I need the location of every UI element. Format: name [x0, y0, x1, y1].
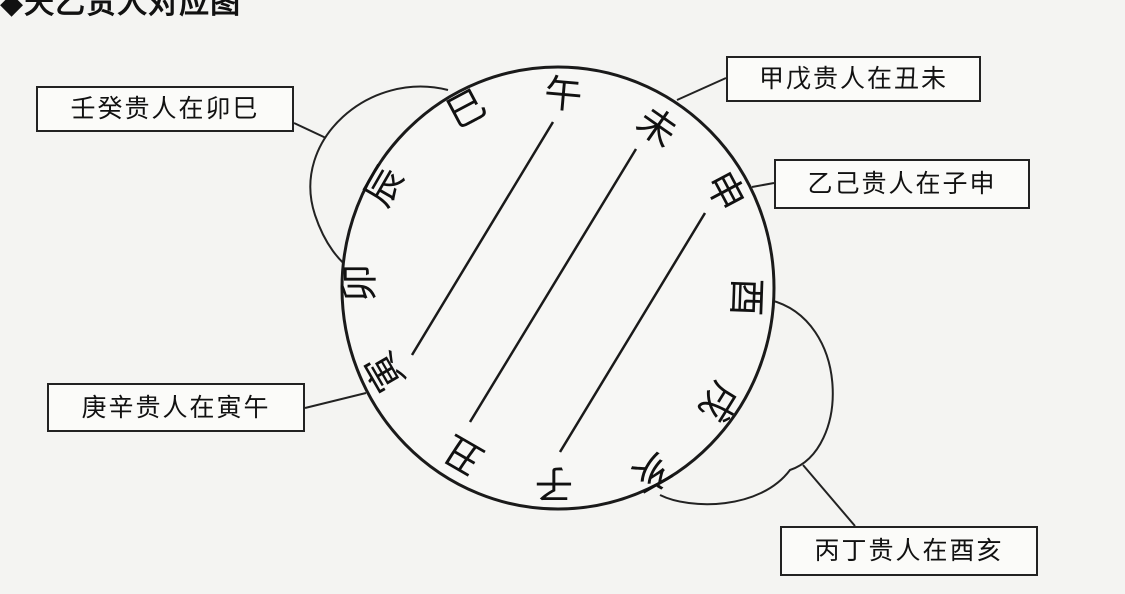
leader-yiji — [751, 182, 775, 188]
label-bingding: 丙丁贵人在酉亥 — [780, 526, 1038, 576]
label-gengxin: 庚辛贵人在寅午 — [47, 383, 305, 432]
lobe-lower-right — [659, 299, 834, 506]
leader-bingding — [802, 464, 856, 527]
leader-jiawu — [676, 77, 727, 101]
branch-you: 酉 — [724, 277, 769, 317]
connection-lines — [410, 121, 707, 453]
branch-mao: 卯 — [338, 264, 382, 302]
label-jiawu: 甲戊贵人在丑未 — [726, 56, 981, 102]
label-renkui: 壬癸贵人在卯巳 — [36, 86, 294, 132]
connection-wu-yin — [410, 121, 555, 356]
lobe-upper-left — [309, 85, 449, 271]
branch-zi: 子 — [535, 462, 573, 506]
page-title: ◆天乙贵人对应图 — [0, 0, 242, 21]
connection-wei-chou — [468, 148, 638, 423]
label-yiji: 乙己贵人在子申 — [774, 159, 1030, 209]
branch-wu: 午 — [542, 71, 584, 118]
main-circle — [340, 65, 776, 511]
leader-renkui — [293, 122, 327, 139]
leader-gengxin — [304, 392, 367, 409]
connection-shen-zi — [558, 212, 707, 453]
